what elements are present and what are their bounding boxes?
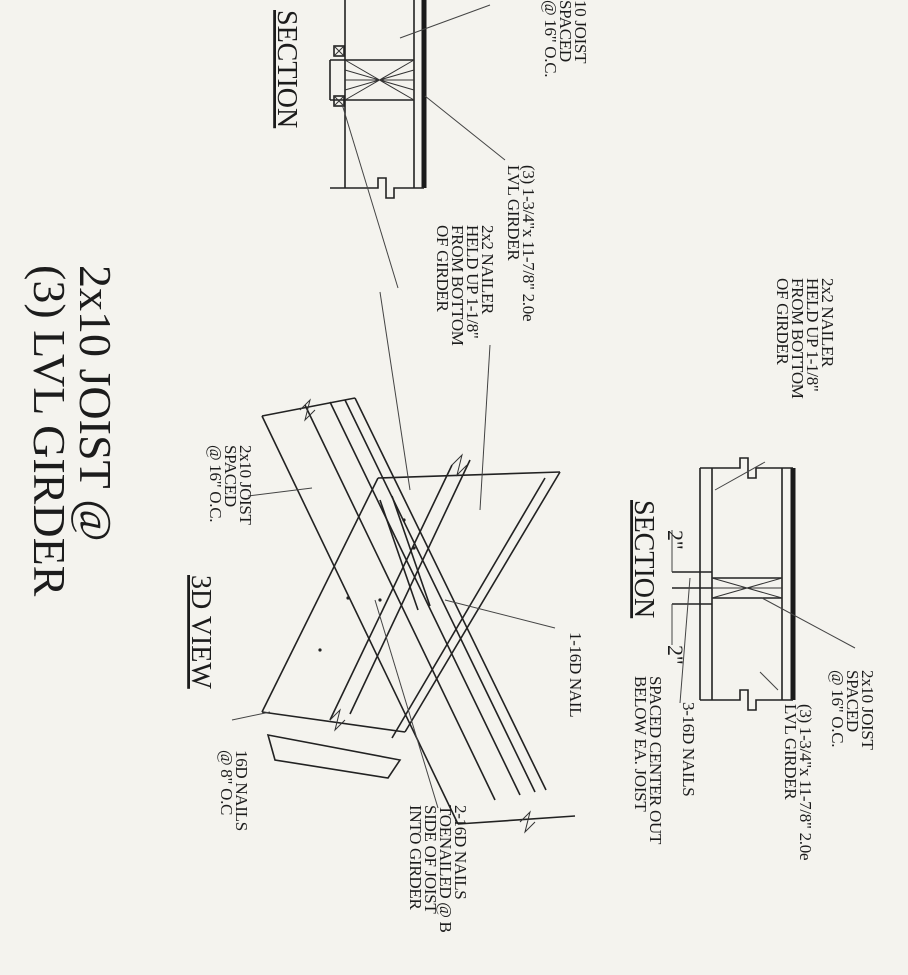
note-lvl-mid-1: (3) 1-3/4"x 11-7/8" 2.0e xyxy=(796,704,815,860)
note-nails3-1: 3-16D NAILS xyxy=(679,702,698,796)
note-lvl-top-1: (3) 1-3/4"x 11-7/8" 2.0e xyxy=(519,165,538,321)
note-toenail-1: 2-16D NAILS xyxy=(451,805,470,899)
text-layer: 10 JOIST SPACED @ 16" O.C. SECTION (3) 1… xyxy=(24,0,877,933)
note-joist-mid-2: SPACED xyxy=(843,670,862,732)
section-top-drawing xyxy=(329,0,506,289)
note-joist-3d-2: SPACED xyxy=(221,445,240,507)
3d-view-drawing xyxy=(231,291,576,834)
section-mid-drawing xyxy=(671,457,856,711)
note-joist-3d-3: @ 16" O.C. xyxy=(206,445,225,522)
note-nailer-mid-4: OF GIRDER xyxy=(773,278,792,366)
note-joist-top-3: @ 16" O.C. xyxy=(541,0,560,77)
note-joist-3d-1: 2x10 JOIST xyxy=(236,445,255,526)
note-nailer-top-1: 2x2 NAILER xyxy=(478,225,497,315)
title-line-2: (3) LVL GIRDER xyxy=(24,265,75,597)
heading-section-mid: SECTION xyxy=(628,500,659,618)
note-joist-mid-1: 2x10 JOIST xyxy=(858,670,877,751)
note-nailer-top-2: HELD UP 1-1/8" xyxy=(463,225,482,339)
note-lvl-mid-2: LVL GIRDER xyxy=(781,704,800,800)
note-joist-mid-3: @ 16" O.C. xyxy=(828,670,847,747)
note-toenail-3: SIDE OF JOIST xyxy=(421,805,440,914)
note-nails3-2: SPACED CENTER OUT xyxy=(646,676,665,845)
note-nailer-top-4: OF GIRDER xyxy=(433,225,452,313)
note-toenail-4: INTO GIRDER xyxy=(406,805,425,910)
heading-3d-view: 3D VIEW xyxy=(185,575,216,689)
note-nail-1: 1-16D NAIL xyxy=(566,632,585,717)
note-nails8-1: 16D NAILS xyxy=(232,750,251,831)
note-nailer-mid-1: 2x2 NAILER xyxy=(818,278,837,368)
note-nailer-top-3: FROM BOTTOM xyxy=(448,225,467,346)
dim-left: 2" xyxy=(663,530,688,549)
note-nails8-2: @ 8" O.C xyxy=(217,750,236,815)
note-nailer-mid-3: FROM BOTTOM xyxy=(788,278,807,399)
note-lvl-top-2: LVL GIRDER xyxy=(504,165,523,261)
note-toenail-2: TOENAILED @ B xyxy=(436,805,455,933)
note-nails3-3: BELOW EA. JOIST xyxy=(631,676,650,812)
title-line-1: 2x10 JOIST @ xyxy=(70,265,121,542)
dim-right: 2" xyxy=(663,645,688,664)
note-nailer-mid-2: HELD UP 1-1/8" xyxy=(803,278,822,392)
note-joist-top-1: 10 JOIST xyxy=(571,0,590,64)
note-joist-top-2: SPACED xyxy=(556,0,575,62)
heading-section-top: SECTION xyxy=(271,10,302,128)
